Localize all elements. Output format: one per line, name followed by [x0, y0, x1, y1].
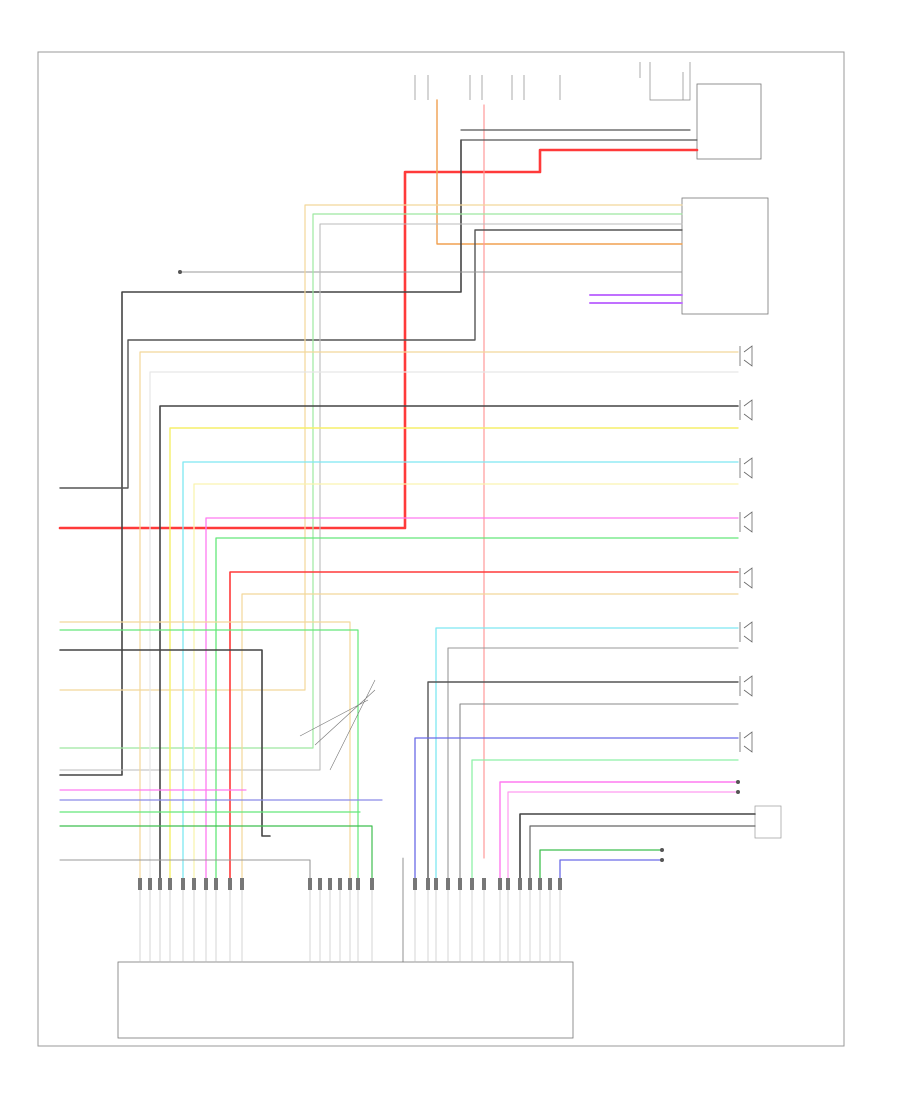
wire-red-spk5a	[229, 571, 739, 881]
wire-green-left3	[59, 825, 373, 881]
wire-green-br5	[539, 849, 661, 881]
wire-lightgreen-1	[59, 213, 683, 749]
wire-gray-spk7b	[459, 703, 739, 881]
wire-white-spk1b	[149, 371, 739, 881]
wire-orange-top	[436, 99, 683, 245]
wire-blue-br6	[559, 859, 661, 881]
wire-black-spk2a	[159, 405, 739, 881]
component-box-bottom	[117, 961, 574, 1039]
wire-pink-br1	[499, 781, 739, 881]
wire-darkgray-left	[59, 649, 271, 837]
bottom-connector-pins	[138, 878, 562, 890]
component-box-lower-right	[754, 805, 782, 839]
wire-gray-br4	[529, 825, 756, 881]
wire-blue-spk8a	[414, 737, 739, 881]
wire-darkgray-br3	[519, 813, 756, 881]
wire-tan-spk1a	[139, 351, 739, 881]
speaker-symbols	[739, 345, 753, 753]
wire-tan-spk5b	[241, 593, 739, 881]
wire-green-spk4b	[215, 537, 739, 881]
wire-gray-left-bottom	[59, 859, 311, 881]
wire-pink-spk4a	[205, 517, 739, 881]
wire-darkgray-spk7a	[427, 681, 739, 881]
wire-pink-br2	[507, 791, 739, 881]
wire-green-left	[59, 629, 359, 881]
wire-black-top	[59, 139, 462, 776]
diagram-frame	[37, 51, 845, 1047]
wire-drops-bottom	[139, 879, 561, 963]
wire-yellow-spk3b	[193, 483, 739, 881]
component-box-upper	[696, 83, 762, 160]
wire-lightgreen-spk8b	[471, 759, 739, 881]
wire-black-left	[59, 229, 683, 489]
wire-tan-1	[59, 204, 683, 691]
top-fuse-blocks	[414, 62, 691, 101]
wire-lightblue-spk3a	[182, 461, 739, 881]
component-box-main	[681, 197, 769, 315]
wire-gray-spk6b	[447, 647, 739, 881]
splice-dots	[178, 270, 740, 862]
wire-tan-left	[59, 621, 351, 881]
wire-group	[58, 99, 756, 963]
note-callout	[299, 679, 376, 771]
wire-red-main	[58, 148, 699, 530]
wire-yellow-spk2b	[169, 427, 739, 881]
wire-purple-connector	[589, 294, 683, 304]
wire-lightblue-spk6a	[435, 627, 739, 881]
wire-black-top2	[460, 129, 698, 141]
